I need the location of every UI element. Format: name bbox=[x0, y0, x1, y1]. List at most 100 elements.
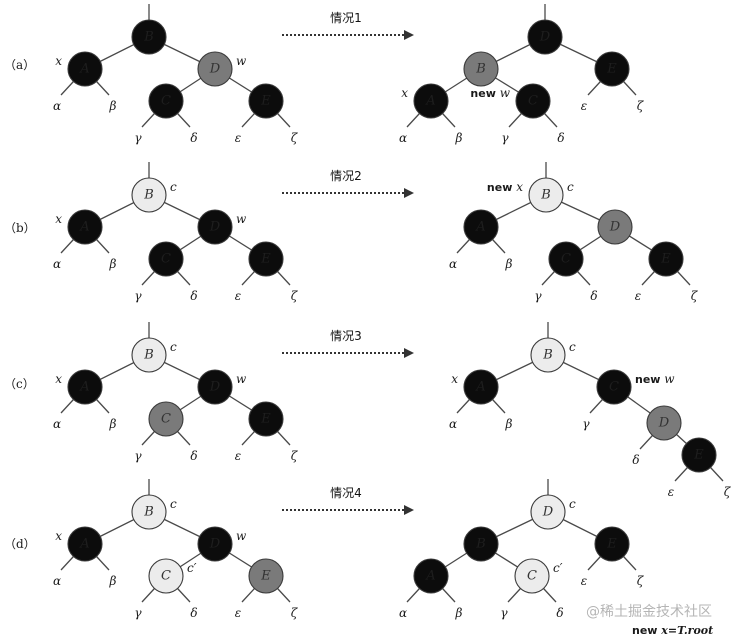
subtree-label: α bbox=[449, 417, 457, 431]
tree-node-b: B bbox=[463, 526, 499, 562]
transition-arrow: 情况1 bbox=[282, 11, 414, 40]
pointer-label: new x bbox=[487, 180, 523, 194]
node-circle bbox=[67, 369, 103, 405]
node-circle bbox=[148, 241, 184, 277]
node-circle bbox=[248, 401, 284, 437]
subtree-label: β bbox=[109, 417, 117, 431]
row-label: （c） bbox=[4, 377, 35, 391]
node-key: C bbox=[609, 380, 619, 395]
arrow-head bbox=[404, 30, 414, 40]
node-circle bbox=[530, 494, 566, 530]
pointer-name: x bbox=[55, 529, 62, 543]
subtree-label: ε bbox=[581, 99, 587, 113]
subtree-label: α bbox=[399, 131, 407, 145]
node-key: B bbox=[542, 348, 553, 363]
subtree-label: γ bbox=[134, 449, 142, 463]
tree-node-d: D bbox=[197, 526, 233, 562]
node-circle bbox=[514, 558, 550, 594]
node-circle bbox=[197, 369, 233, 405]
footer-caption: new x=T.root bbox=[632, 624, 713, 637]
subtree-label: δ bbox=[557, 131, 564, 145]
subtree-label: ζ bbox=[637, 574, 645, 588]
node-circle bbox=[248, 558, 284, 594]
pointer-name: x bbox=[55, 212, 62, 226]
tree-node-e: E bbox=[248, 83, 284, 119]
node-circle bbox=[597, 209, 633, 245]
node-key: A bbox=[475, 380, 485, 395]
node-key: A bbox=[79, 220, 89, 235]
node-circle bbox=[463, 526, 499, 562]
subtree-label: ε bbox=[235, 131, 241, 145]
node-key: C bbox=[161, 94, 171, 109]
subtree-label: ζ bbox=[291, 449, 299, 463]
subtree-label: γ bbox=[134, 289, 142, 303]
tree-node-a: A bbox=[463, 369, 499, 405]
tree-node-e: E bbox=[594, 526, 630, 562]
tree-node-c: C bbox=[515, 83, 551, 119]
tree-node-a: A bbox=[67, 526, 103, 562]
tree-node-b: B bbox=[131, 177, 167, 213]
subtree-label: γ bbox=[534, 289, 542, 303]
tree-node-d: D bbox=[197, 209, 233, 245]
subtree-label: β bbox=[109, 257, 117, 271]
subtree-label: ε bbox=[235, 289, 241, 303]
subtree-label: α bbox=[53, 99, 61, 113]
subtree-label: γ bbox=[134, 131, 142, 145]
node-key: C bbox=[161, 569, 171, 584]
pointer-label: x bbox=[401, 86, 408, 100]
pointer-name: w bbox=[236, 54, 247, 68]
node-circle bbox=[515, 83, 551, 119]
node-circle bbox=[248, 241, 284, 277]
subtree-label: β bbox=[109, 574, 117, 588]
pointer-label: c bbox=[569, 340, 576, 354]
tree-node-b: B bbox=[528, 177, 564, 213]
node-key: D bbox=[658, 416, 670, 431]
transition-arrow: 情况4 bbox=[282, 486, 414, 515]
subtree-label: δ bbox=[190, 131, 197, 145]
node-key: C bbox=[161, 412, 171, 427]
node-key: A bbox=[79, 537, 89, 552]
pointer-label: w bbox=[236, 529, 247, 543]
pointer-prefix: new bbox=[487, 181, 516, 194]
subtree-label: ζ bbox=[637, 99, 645, 113]
subtree-label: α bbox=[449, 257, 457, 271]
tree-node-e: E bbox=[681, 437, 717, 473]
node-key: B bbox=[143, 505, 154, 520]
node-circle bbox=[197, 51, 233, 87]
tree-node-c: C bbox=[148, 558, 184, 594]
pointer-label: c bbox=[567, 180, 574, 194]
node-key: E bbox=[260, 412, 271, 427]
tree-node-e: E bbox=[248, 401, 284, 437]
subtree-label: β bbox=[505, 257, 513, 271]
node-key: B bbox=[143, 348, 154, 363]
subtree-label: β bbox=[455, 131, 463, 145]
node-key: E bbox=[606, 62, 617, 77]
subtree-label: γ bbox=[582, 417, 590, 431]
subtree-label: β bbox=[455, 606, 463, 620]
node-circle bbox=[527, 19, 563, 55]
node-circle bbox=[413, 83, 449, 119]
subtree-label: ζ bbox=[291, 606, 299, 620]
node-key: E bbox=[693, 448, 704, 463]
node-circle bbox=[148, 401, 184, 437]
tree-node-d: D bbox=[530, 494, 566, 530]
node-circle bbox=[131, 177, 167, 213]
subtree-label: δ bbox=[190, 606, 197, 620]
node-key: B bbox=[475, 62, 486, 77]
subtree-label: γ bbox=[500, 606, 508, 620]
node-circle bbox=[67, 51, 103, 87]
subtree-label: α bbox=[53, 417, 61, 431]
node-circle bbox=[248, 83, 284, 119]
tree-node-c: C bbox=[596, 369, 632, 405]
node-key: D bbox=[542, 505, 554, 520]
subtree-label: δ bbox=[190, 449, 197, 463]
tree-node-c: C bbox=[148, 241, 184, 277]
